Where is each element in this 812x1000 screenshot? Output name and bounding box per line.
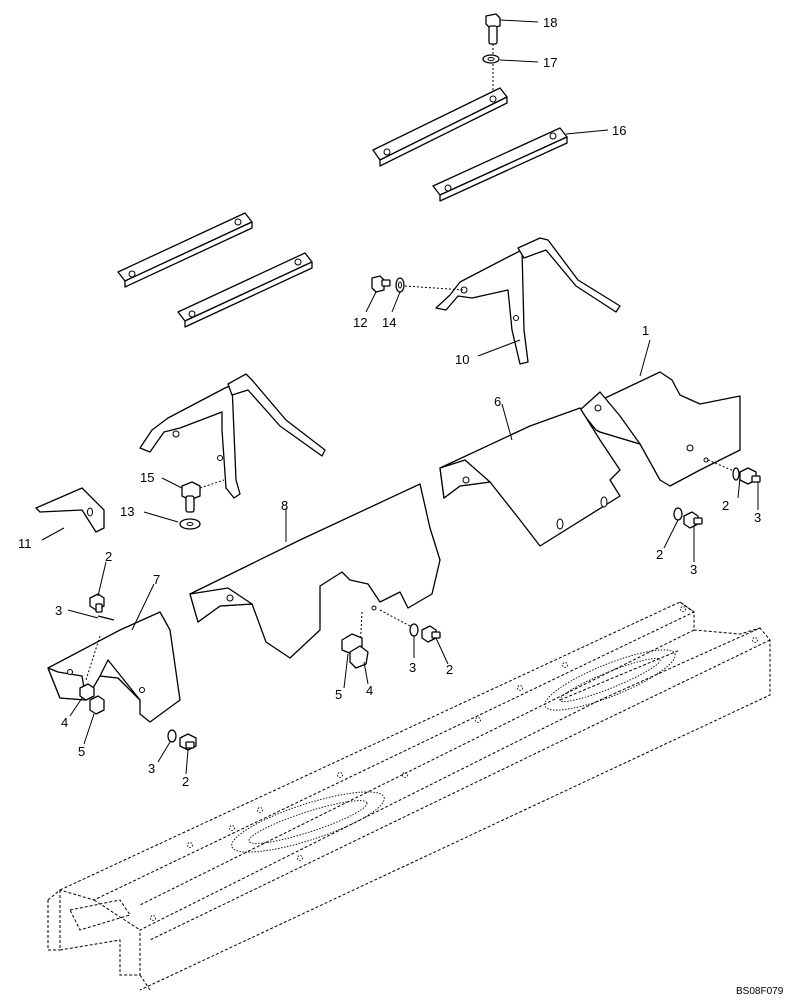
callout-17: 17 [543, 55, 557, 70]
bolt-part-2-b [739, 467, 761, 485]
bracket-left [139, 373, 326, 499]
callout-2-d: 2 [446, 662, 453, 677]
callout-1: 1 [642, 323, 649, 338]
washer-part-3-c [673, 507, 683, 521]
callout-4-a: 4 [366, 683, 373, 698]
shield-part-6 [439, 407, 621, 547]
callout-6: 6 [494, 394, 501, 409]
bolt-part-2-e [179, 733, 197, 751]
bolt-part-15 [181, 481, 201, 513]
washer-part-3-e [167, 729, 177, 743]
washer-part-3-d [409, 623, 419, 637]
callout-4-b: 4 [61, 715, 68, 730]
frame-rail-phantom [47, 601, 771, 991]
leader-lines [41, 19, 759, 775]
bar-left-upper [117, 212, 253, 288]
callout-3-e: 3 [148, 761, 155, 776]
washer-part-17 [482, 54, 500, 64]
callout-11: 11 [18, 536, 32, 551]
callout-3-a: 3 [55, 603, 62, 618]
callout-18: 18 [543, 15, 557, 30]
bar-left-lower [177, 252, 313, 328]
washer-part-3-b [732, 467, 740, 481]
callout-2-c: 2 [656, 547, 663, 562]
callout-2-e: 2 [182, 774, 189, 789]
nut-part-5-b [89, 695, 105, 715]
callout-3-d: 3 [409, 660, 416, 675]
callout-3-b: 3 [754, 510, 761, 525]
bolt-part-18 [485, 13, 501, 100]
callout-12: 12 [353, 315, 367, 330]
bolt-part-2-a [89, 593, 105, 613]
shield-part-7 [47, 611, 181, 723]
callout-8: 8 [281, 498, 288, 513]
washer-part-14 [395, 277, 405, 293]
shield-part-1 [579, 371, 741, 487]
callout-15: 15 [140, 470, 154, 485]
bar-part-16-upper [372, 87, 508, 167]
callout-5-a: 5 [335, 687, 342, 702]
bolt-part-2-d [421, 625, 441, 643]
callout-10: 10 [455, 352, 469, 367]
washer-part-3-a [97, 615, 115, 621]
bracket-part-10 [404, 237, 621, 365]
washer-part-13 [179, 518, 201, 530]
callout-16: 16 [612, 123, 626, 138]
callout-7: 7 [153, 572, 160, 587]
bolt-part-2-c [683, 511, 703, 529]
shield-part-8 [189, 483, 441, 659]
callout-2-b: 2 [722, 498, 729, 513]
callout-3-c: 3 [690, 562, 697, 577]
bolt-part-12 [371, 275, 391, 293]
callout-2-a: 2 [105, 549, 112, 564]
callout-14: 14 [382, 315, 396, 330]
plate-part-11 [35, 487, 105, 533]
bar-part-16-lower [432, 127, 568, 202]
nut-part-5-a [349, 645, 369, 669]
callout-labels: 18 17 16 12 14 10 1 6 15 13 11 8 7 2 3 2… [18, 15, 761, 789]
callout-13: 13 [120, 504, 134, 519]
callout-5-b: 5 [78, 744, 85, 759]
nut-part-4-b [79, 683, 95, 701]
drawing-code: BS08F079 [736, 986, 784, 997]
